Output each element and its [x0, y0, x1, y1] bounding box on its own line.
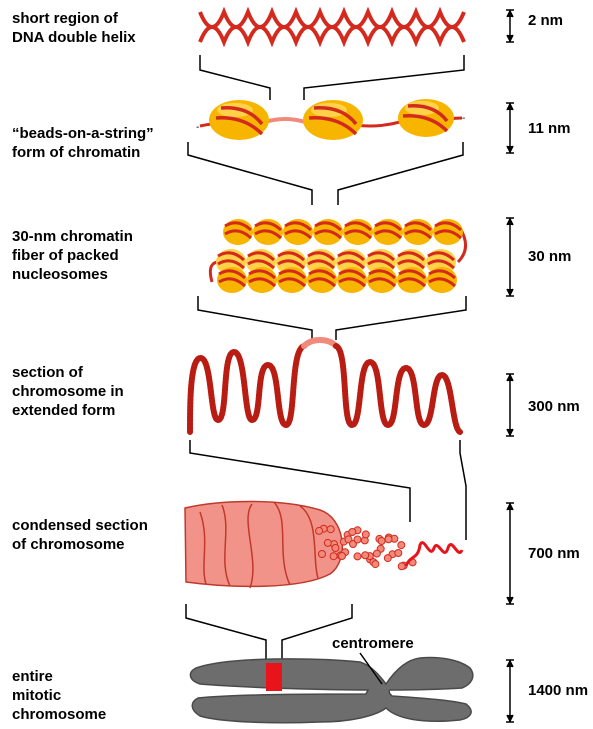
condensed-bead: [372, 561, 379, 568]
condensed-bead: [378, 538, 385, 545]
condensed-bead: [384, 555, 391, 562]
condensed-bead: [354, 536, 361, 543]
beads-on-string: - -: [196, 99, 465, 140]
condensed-bead: [316, 527, 323, 534]
condensed-chromosome-section: [185, 502, 462, 589]
connector-3-4: [198, 296, 466, 340]
chromatin-30nm-fiber: [210, 219, 465, 293]
condensed-bead: [327, 526, 334, 533]
condensed-bead: [362, 552, 369, 559]
svg-text:-: -: [462, 113, 465, 124]
connector-5-6: [186, 604, 352, 660]
mitotic-chromosome: centromere: [190, 635, 472, 723]
condensed-bead: [362, 531, 369, 538]
condensed-bead: [319, 551, 326, 558]
extended-chromosome-loops: [190, 340, 460, 432]
chromosome-band: [266, 663, 282, 691]
condensed-bead: [373, 550, 380, 557]
condensed-bead: [339, 553, 346, 560]
svg-text:-: -: [196, 122, 199, 133]
dna-double-helix: [200, 12, 464, 42]
scale-bar-1400nm: [506, 660, 514, 722]
scale-bar-30nm: [506, 218, 514, 296]
condensed-bead: [324, 539, 331, 546]
connector-1-2: [200, 55, 464, 100]
condensed-bead: [398, 563, 405, 570]
condensed-bead: [385, 536, 392, 543]
condensed-bead: [330, 553, 337, 560]
scale-bar-300nm: [506, 374, 514, 436]
condensed-bead: [349, 529, 356, 536]
scale-bar-700nm: [506, 503, 514, 604]
scale-bar-2nm: [506, 10, 514, 42]
connector-2-3: [188, 142, 463, 205]
condensed-bead: [398, 542, 405, 549]
condensed-bead: [354, 553, 361, 560]
condensed-bead: [332, 545, 339, 552]
scale-bar-11nm: [506, 103, 514, 153]
centromere-label: centromere: [332, 635, 414, 652]
condensed-bead: [395, 550, 402, 557]
